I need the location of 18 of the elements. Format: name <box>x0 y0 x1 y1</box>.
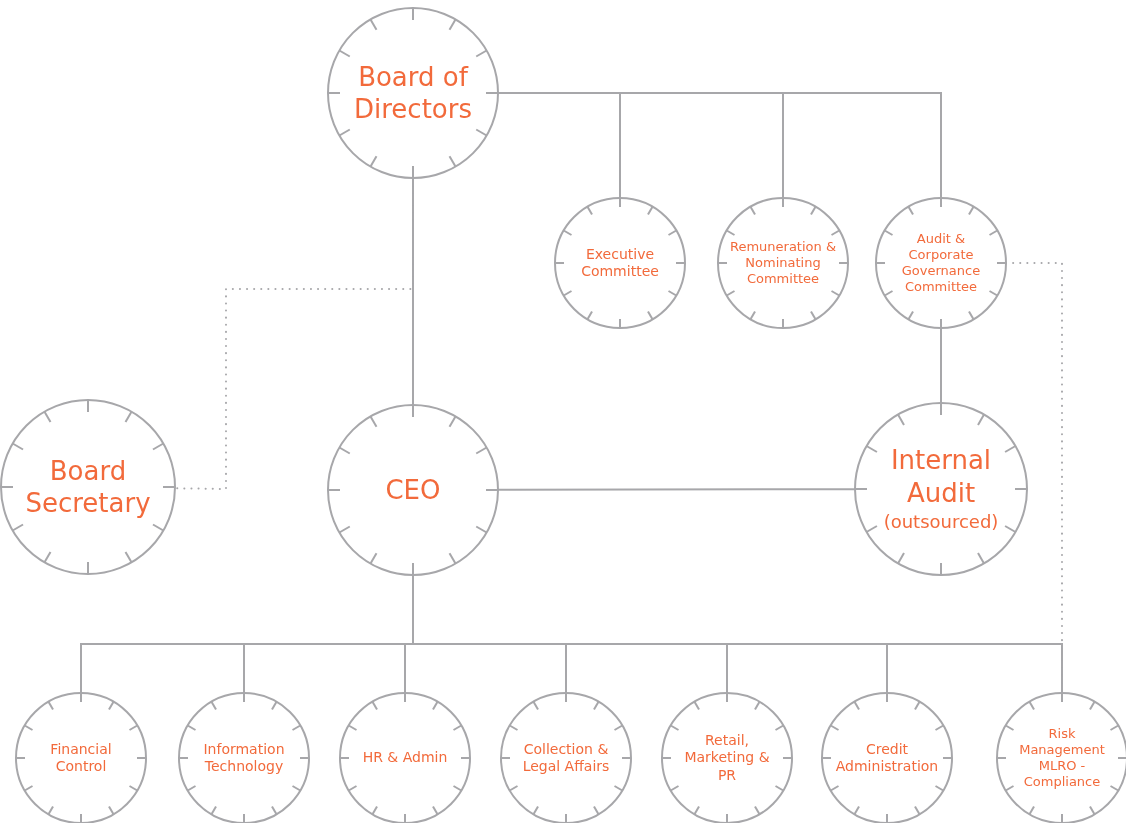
node-label: Board Secretary <box>24 454 152 520</box>
node-label: Internal Audit <box>889 444 993 510</box>
node-label: CEO <box>385 473 441 507</box>
node-label: Information Technology <box>202 740 286 776</box>
node-label: Financial Control <box>49 740 113 776</box>
node-label: Board of Directors <box>353 60 473 126</box>
node-label: Audit & Corporate Governance Committee <box>900 230 982 296</box>
node-label: Credit Administration <box>834 740 940 776</box>
node-label: Collection & Legal Affairs <box>521 740 611 776</box>
node-label: Remuneration & Nominating Committee <box>729 238 837 288</box>
connector-line <box>940 327 942 404</box>
node-label: Retail, Marketing & PR <box>683 731 771 785</box>
connector-line <box>497 488 856 491</box>
node-label: Executive Committee <box>580 245 660 281</box>
node-label: HR & Admin <box>362 749 448 767</box>
node-label: Risk Management MLRO -Compliance <box>1018 725 1106 791</box>
node-note: (outsourced) <box>883 511 999 534</box>
connector-line <box>412 177 414 406</box>
